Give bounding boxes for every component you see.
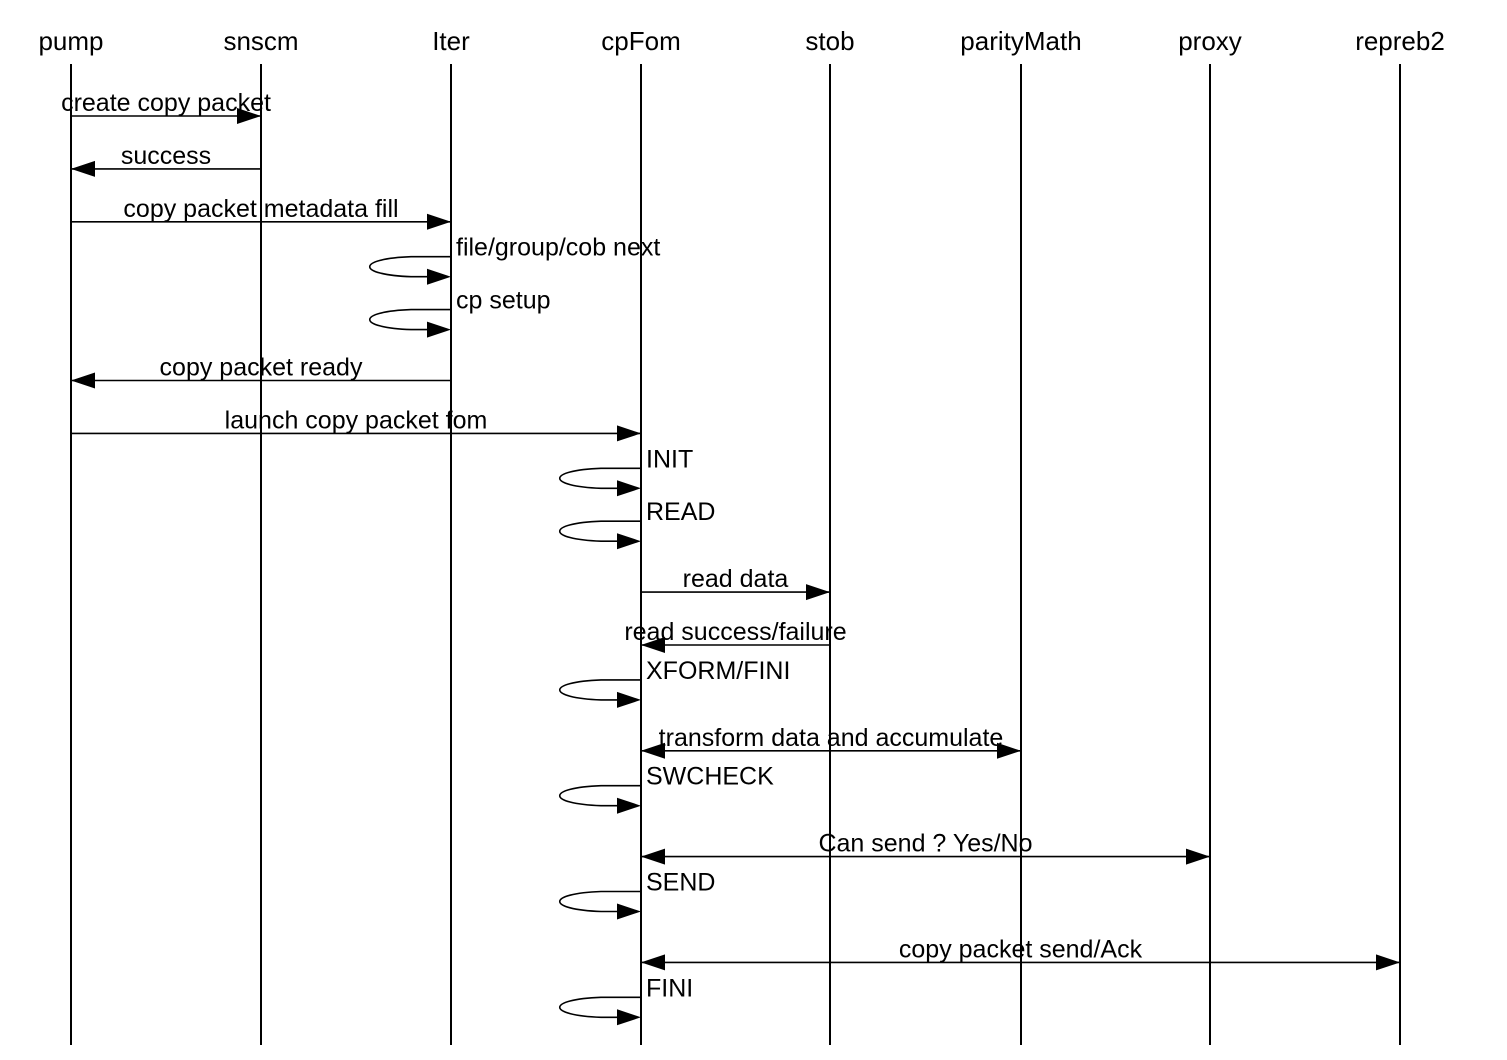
participant-iter: Iter (432, 26, 470, 56)
message-1: success (71, 142, 261, 177)
message-0: create copy packet (61, 89, 271, 124)
message-label: copy packet metadata fill (123, 195, 398, 223)
arrowhead (806, 584, 830, 601)
participant-pump: pump (38, 26, 103, 56)
message-label: copy packet send/Ack (899, 935, 1143, 963)
participant-repreb2: repreb2 (1355, 26, 1445, 56)
self-call-loop (558, 520, 641, 542)
message-12: transform data and accumulate (641, 724, 1021, 759)
arrowhead (997, 742, 1021, 759)
message-label: cp setup (456, 287, 551, 315)
message-label: transform data and accumulate (659, 724, 1004, 752)
arrowhead (427, 268, 451, 285)
arrowhead (617, 480, 641, 497)
message-label: copy packet ready (160, 354, 363, 382)
message-10: read success/failure (624, 618, 847, 653)
arrowhead (641, 954, 665, 971)
message-label: launch copy packet fom (225, 406, 488, 434)
message-label: FINI (646, 974, 693, 1002)
arrowhead (617, 425, 641, 442)
message-label: XFORM/FINI (646, 657, 790, 685)
arrowhead (617, 533, 641, 550)
arrowhead (617, 1009, 641, 1026)
self-call-loop (558, 784, 641, 807)
message-17: FINI (558, 974, 693, 1026)
message-label: Can send ? Yes/No (818, 830, 1032, 858)
self-call-loop (368, 308, 451, 331)
lifelines: pump snscm Iter cpFom stob parityMath proxy rep… (38, 26, 1445, 1045)
self-call-loop (368, 255, 451, 278)
message-label: create copy packet (61, 89, 271, 117)
arrowhead (71, 160, 95, 177)
message-label: read success/failure (624, 618, 846, 646)
participant-proxy: proxy (1178, 26, 1242, 56)
messages: create copy packet success copy packet met… (61, 89, 1400, 1026)
participant-paritymath: parityMath (960, 26, 1081, 56)
message-label: READ (646, 498, 715, 526)
participant-snscm: snscm (223, 26, 298, 56)
message-4: cp setup (368, 287, 551, 338)
message-label: success (121, 142, 211, 170)
message-label: SWCHECK (646, 763, 774, 791)
arrowhead (427, 213, 451, 230)
arrowhead (641, 637, 665, 653)
message-label: read data (683, 565, 789, 593)
self-call-loop (558, 890, 641, 913)
message-2: copy packet metadata fill (71, 195, 451, 230)
arrowhead (641, 848, 665, 865)
message-16: copy packet send/Ack (641, 935, 1400, 971)
arrowhead (617, 691, 641, 708)
message-5: copy packet ready (71, 354, 451, 389)
arrowhead (71, 372, 95, 389)
message-11: XFORM/FINI (558, 657, 790, 708)
arrowhead (237, 108, 261, 124)
message-7: INIT (558, 445, 693, 497)
arrowhead (1376, 954, 1400, 971)
arrowhead (1186, 848, 1210, 865)
message-3: file/group/cob next (368, 234, 660, 285)
message-15: SEND (558, 869, 715, 920)
message-label: INIT (646, 445, 693, 473)
self-call-loop (558, 996, 641, 1019)
message-8: READ (558, 498, 715, 550)
message-9: read data (641, 565, 830, 601)
message-14: Can send ? Yes/No (641, 830, 1210, 865)
self-call-loop (558, 467, 641, 490)
message-label: file/group/cob next (456, 234, 660, 262)
message-13: SWCHECK (558, 763, 774, 814)
arrowhead (617, 903, 641, 920)
message-6: launch copy packet fom (71, 406, 641, 442)
message-label: SEND (646, 869, 715, 897)
arrowhead (617, 797, 641, 814)
participant-stob: stob (805, 26, 854, 56)
self-call-loop (558, 679, 641, 701)
arrowhead (641, 742, 665, 759)
participant-cpfom: cpFom (601, 26, 680, 56)
arrowhead (427, 321, 451, 338)
